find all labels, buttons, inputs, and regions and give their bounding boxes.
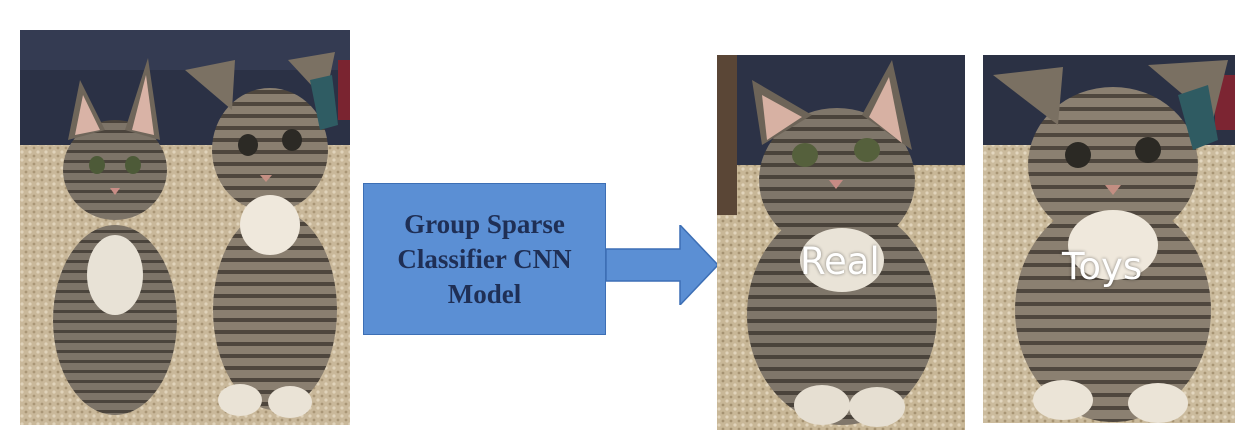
group-sparse-classifier-cnn-model-box: Group Sparse Classifier CNN Model [363, 183, 606, 335]
model-label: Group Sparse Classifier CNN Model [397, 208, 572, 309]
toys-class-label: Toys [1062, 245, 1143, 288]
right-arrow-icon [606, 225, 718, 305]
real-class-label: Real [800, 240, 880, 283]
output-photo-real-cat [717, 55, 965, 430]
output-photo-toy-cat [983, 55, 1235, 423]
input-photo-real-and-toy-cats [20, 30, 350, 425]
